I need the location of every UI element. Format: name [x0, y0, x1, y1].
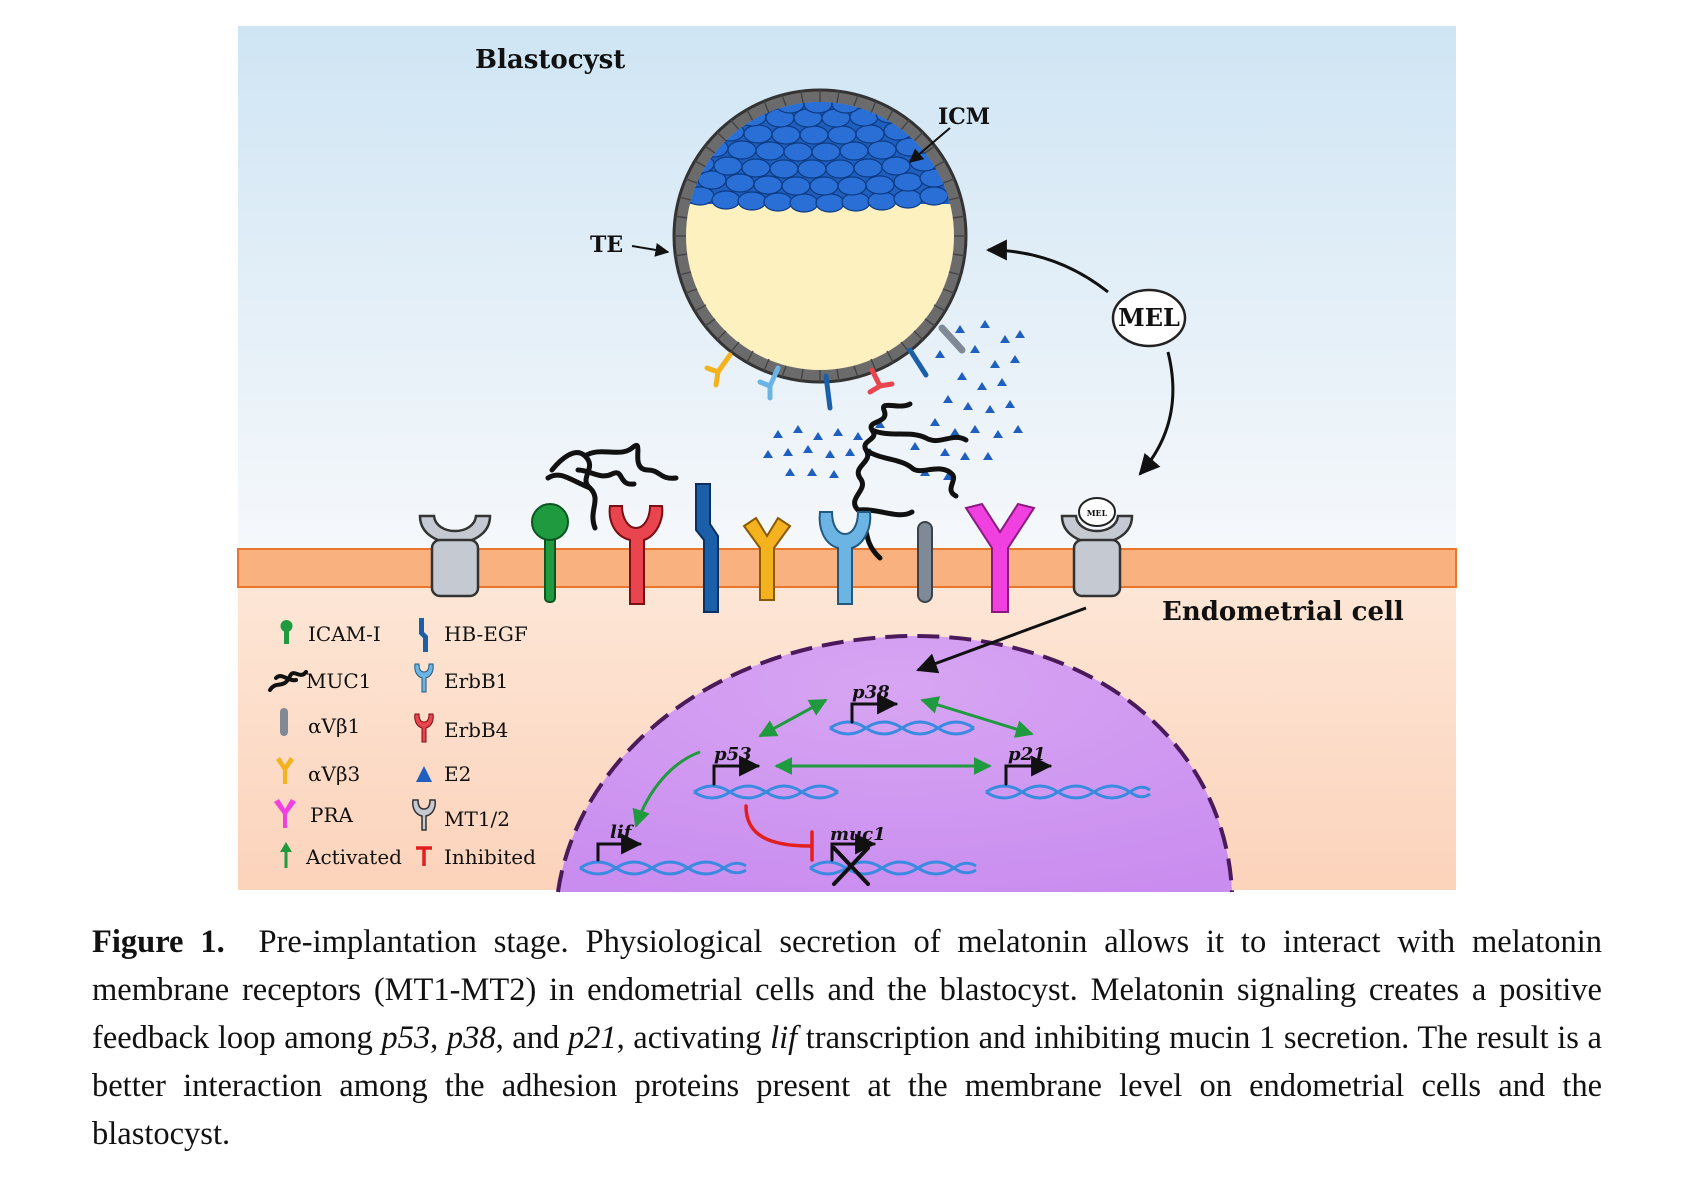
legend-avb3-label: αVβ3 — [308, 762, 360, 786]
figure-diagram: MEL MEL Blastocyst ICM TE Endometrial ce… — [237, 26, 1457, 893]
caption-text-5: transcription and inhibiting mucin 1 sec… — [92, 1020, 1602, 1152]
blastocyst-avb1 — [938, 324, 966, 354]
mt-receptor-right — [1060, 497, 1134, 598]
muc1-chain-right — [852, 401, 969, 561]
blastocyst-erbb4-receptor — [867, 367, 895, 395]
gene-label-p53: p53 — [714, 744, 752, 765]
caption-label: Figure 1. — [92, 924, 225, 960]
icam-receptor — [531, 503, 569, 603]
caption-gene-p53: p53 — [381, 1020, 431, 1056]
legend-muc1-label: MUC1 — [306, 669, 371, 693]
trophectoderm-cells — [674, 90, 966, 382]
caption-text-3: , and — [495, 1020, 568, 1056]
blastocyst — [672, 88, 968, 384]
legend-erbb1-icon — [414, 663, 434, 693]
te-pointer-arrow — [631, 243, 670, 257]
dna-muc1 — [809, 860, 977, 876]
promoter-arrows — [596, 693, 1053, 862]
mt-receptor-left — [418, 514, 492, 598]
caption-gene-p38: p38 — [446, 1020, 496, 1056]
pra-receptor — [964, 502, 1036, 613]
legend-hbegf-icon — [419, 618, 428, 652]
gene-label-lif: lif — [610, 822, 635, 843]
legend-muc1-icon — [268, 670, 308, 692]
membrane-to-nucleus-arrow — [916, 606, 1087, 674]
caption-gene-p21: p21 — [567, 1020, 617, 1056]
blastocyst-label: Blastocyst — [475, 45, 625, 75]
legend-erbb1-label: ErbB1 — [444, 669, 508, 693]
gene-label-p38: p38 — [852, 682, 890, 703]
mel-label: MEL — [1118, 303, 1180, 332]
muc1-blocked-icon — [832, 846, 870, 886]
legend-avb3-icon — [276, 757, 294, 784]
gene-network: p38 p53 p21 lif muc1 — [579, 682, 1151, 886]
hbegf-membrane — [695, 483, 719, 613]
caption-text-1: Pre-implantation stage. Physiological se… — [92, 924, 1602, 1056]
blastocyst-avb3-receptor — [704, 352, 733, 388]
legend-activated-label: Activated — [305, 845, 402, 869]
inhibition-arrow — [744, 804, 814, 862]
dna-p21 — [985, 784, 1151, 800]
legend-avb1-icon — [280, 708, 288, 736]
icm-pointer-arrow — [908, 127, 951, 163]
figure-caption: Figure 1. Pre-implantation stage. Physio… — [92, 918, 1602, 1158]
legend-inhibited-icon — [416, 846, 432, 866]
endometrial-cell-label: Endometrial cell — [1162, 597, 1404, 627]
caption-text-2: , — [430, 1020, 447, 1056]
legend-mt12-icon — [412, 799, 436, 831]
legend-pra-label: PRA — [310, 803, 354, 827]
legend-pra-icon — [274, 799, 296, 828]
e2-molecules — [763, 320, 1025, 480]
dna-p53 — [693, 784, 839, 800]
activation-arrows — [632, 696, 1034, 828]
icm-label: ICM — [938, 104, 990, 130]
legend-avb1-label: αVβ1 — [308, 714, 360, 738]
blastocyst-hbegf-2 — [907, 347, 929, 378]
dna-lif — [579, 860, 747, 876]
blastocyst-receptors — [704, 324, 966, 411]
legend-hbegf-label: HB-EGF — [444, 622, 528, 646]
mel-bound-label: MEL — [1087, 508, 1108, 518]
avb3-receptor — [742, 516, 792, 601]
blastocyst-erbb1-receptor — [757, 365, 781, 401]
caption-gene-lif: lif — [770, 1020, 798, 1056]
legend-e2-label: E2 — [444, 762, 471, 786]
legend-erbb4-icon — [414, 713, 434, 743]
legend-mt12-label: MT1/2 — [444, 807, 510, 831]
legend-activated-icon — [280, 842, 292, 868]
legend-icam-icon — [280, 620, 293, 644]
blastocyst-hbegf — [823, 373, 833, 411]
caption-text-4: , activating — [616, 1020, 771, 1056]
legend: ICAM-I MUC1 αVβ1 αVβ3 PRA Activated HB-E… — [268, 618, 536, 869]
legend-e2-icon — [416, 766, 432, 782]
legend-erbb4-label: ErbB4 — [444, 718, 508, 742]
gene-label-p21: p21 — [1008, 744, 1046, 765]
mel-to-membrane-arrow — [1138, 351, 1175, 476]
te-label: TE — [590, 232, 623, 258]
avb1-receptor — [917, 521, 933, 603]
legend-inhibited-label: Inhibited — [444, 845, 536, 869]
gene-label-muc1: muc1 — [830, 824, 886, 845]
mel-molecule — [1111, 288, 1187, 348]
mel-to-blastocyst-arrow — [985, 239, 1109, 294]
muc1-chain-left — [545, 443, 679, 531]
legend-icam-label: ICAM-I — [308, 622, 381, 646]
erbb1-receptor — [818, 511, 872, 605]
erbb4-receptor — [608, 505, 664, 605]
